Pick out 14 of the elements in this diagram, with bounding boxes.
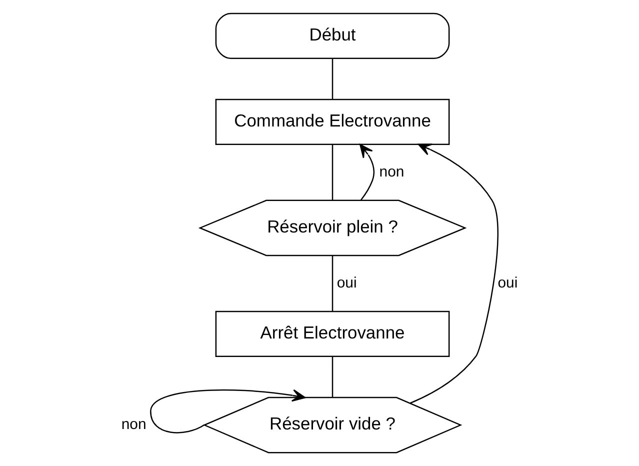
edge-label: non xyxy=(379,163,404,180)
arrow xyxy=(360,144,375,200)
connector xyxy=(332,144,334,200)
arrow xyxy=(410,144,498,404)
edge-label: oui xyxy=(498,274,518,292)
connector xyxy=(332,356,334,398)
edge-label: oui xyxy=(336,274,357,292)
node-box: Commande Electrovanne xyxy=(215,98,450,145)
node-box: Arrêt Electrovanne xyxy=(215,310,450,358)
node-box: Début xyxy=(215,12,450,59)
connector xyxy=(332,58,334,99)
arrow xyxy=(150,389,306,434)
connector xyxy=(332,256,334,312)
edge-label: non xyxy=(121,416,146,433)
